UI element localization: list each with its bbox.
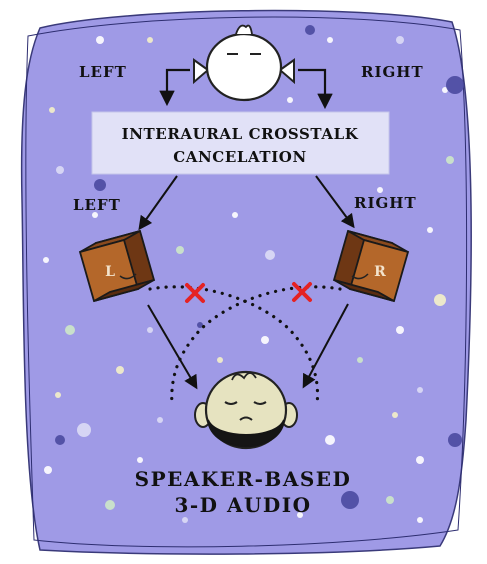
- background-dot: [77, 423, 91, 437]
- background-dot: [265, 250, 275, 260]
- bearded-listener-head-icon: [194, 370, 298, 450]
- background-dot: [96, 36, 104, 44]
- top-right-label: RIGHT: [361, 63, 424, 81]
- background-dot: [56, 166, 64, 174]
- background-dot: [176, 246, 184, 254]
- background-dot: [92, 212, 98, 218]
- box-to-right-speaker-arrow: [315, 175, 355, 229]
- box-to-left-speaker-arrow: [138, 175, 178, 231]
- background-dot: [116, 366, 124, 374]
- background-dot: [182, 517, 188, 523]
- background-dot: [377, 187, 383, 193]
- background-dot: [43, 257, 49, 263]
- mid-right-label: RIGHT: [354, 194, 417, 212]
- background-dot: [427, 227, 433, 233]
- diagram-title-line1: SPEAKER-BASED: [135, 467, 352, 491]
- mid-left-label: LEFT: [73, 196, 121, 214]
- background-dot: [396, 326, 404, 334]
- speaker-icon: [78, 229, 156, 303]
- right-speaker-letter: R: [374, 264, 386, 280]
- right-speaker: R: [332, 229, 410, 303]
- cross-mark-icon: [292, 282, 312, 302]
- cross-mark-icon: [185, 283, 205, 303]
- listener-head-icon: [193, 24, 295, 102]
- background-dot: [49, 107, 55, 113]
- background-dot: [305, 25, 315, 35]
- background-dots: [43, 25, 464, 523]
- diagram-title-line2: 3-D AUDIO: [174, 493, 311, 517]
- background-dot: [55, 435, 65, 445]
- background-dot: [396, 36, 404, 44]
- background-dot: [94, 179, 106, 191]
- background-dot: [147, 37, 153, 43]
- background-dot: [137, 457, 143, 463]
- top-right-arrow: [298, 68, 333, 110]
- top-left-arrow: [159, 68, 190, 107]
- background-dot: [446, 76, 464, 94]
- speaker-icon: [332, 229, 410, 303]
- crosstalk-cancelation-box: [91, 111, 390, 175]
- background-dot: [417, 517, 423, 523]
- background-dot: [217, 357, 223, 363]
- background-dot: [434, 294, 446, 306]
- box-title-line1: INTERAURAL CROSSTALK: [122, 125, 359, 143]
- background-dot: [341, 491, 359, 509]
- background-dot: [147, 327, 153, 333]
- background-dot: [287, 97, 293, 103]
- background-dot: [297, 512, 303, 518]
- background-dot: [442, 87, 448, 93]
- top-left-label: LEFT: [79, 63, 127, 81]
- background-outline: [25, 16, 468, 548]
- background-dot: [261, 336, 269, 344]
- background-dot: [232, 212, 238, 218]
- background-dot: [157, 417, 163, 423]
- background-dot: [416, 456, 424, 464]
- background-dot: [357, 357, 363, 363]
- background-dot: [386, 496, 394, 504]
- background-dot: [446, 156, 454, 164]
- background-dot: [55, 392, 61, 398]
- background-dot: [44, 466, 52, 474]
- background-dot: [448, 433, 462, 447]
- right-speaker-to-listener-arrow: [302, 303, 349, 389]
- box-title-line2: CANCELATION: [173, 148, 307, 166]
- left-speaker-to-listener-arrow: [147, 304, 198, 390]
- left-speaker-letter: L: [105, 264, 115, 280]
- background-dot: [327, 37, 333, 43]
- background-dot: [197, 322, 203, 328]
- left-speaker: L: [78, 229, 156, 303]
- background-dot: [65, 325, 75, 335]
- background-dot: [325, 435, 335, 445]
- background-dot: [417, 387, 423, 393]
- background-dot: [105, 500, 115, 510]
- background-dot: [392, 412, 398, 418]
